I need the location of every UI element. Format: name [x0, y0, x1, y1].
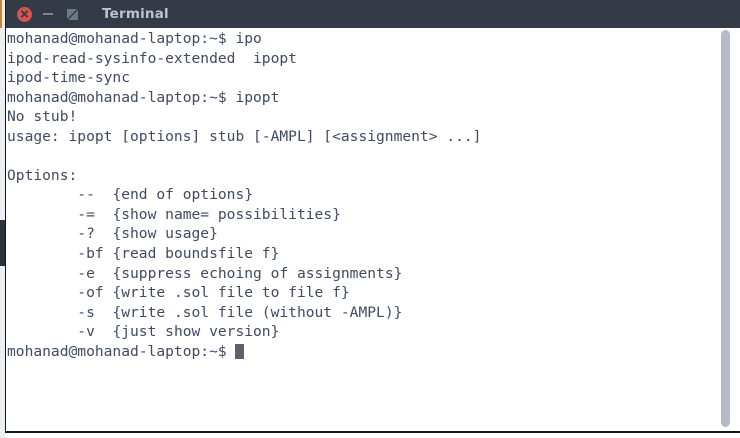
terminal-output-text: mohanad@mohanad-laptop:~$ ipo ipod-read-…: [7, 30, 482, 360]
window-titlebar[interactable]: Terminal: [6, 0, 740, 28]
terminal-output[interactable]: mohanad@mohanad-laptop:~$ ipo ipod-read-…: [7, 29, 481, 361]
scrollbar-track[interactable]: [721, 28, 735, 431]
minimize-icon: [43, 13, 53, 15]
text-cursor: [235, 343, 245, 359]
desktop-accent-mark: [0, 0, 2, 28]
desktop-dark-segment: [0, 220, 5, 266]
close-icon: [16, 6, 32, 22]
desktop-left-edge-strip: [0, 0, 5, 438]
minimize-button[interactable]: [39, 5, 57, 23]
maximize-icon: [66, 8, 78, 20]
close-button[interactable]: [15, 5, 33, 23]
window-title: Terminal: [102, 6, 169, 22]
terminal-window: Terminal mohanad@mohanad-laptop:~$ ipo i…: [5, 0, 740, 433]
scrollbar-thumb[interactable]: [721, 30, 730, 427]
terminal-body[interactable]: mohanad@mohanad-laptop:~$ ipo ipod-read-…: [6, 28, 740, 431]
maximize-button[interactable]: [63, 5, 81, 23]
